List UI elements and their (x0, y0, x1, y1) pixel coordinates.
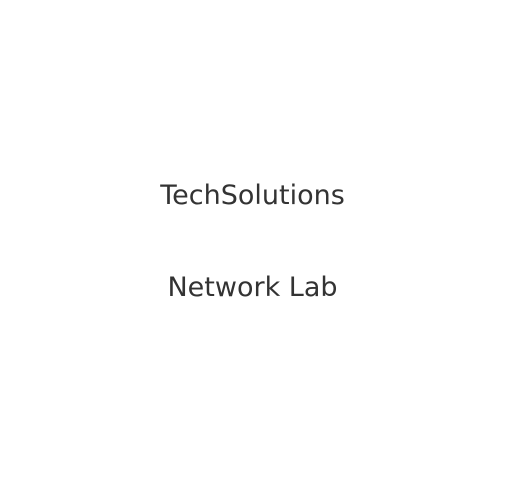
company-name: TechSolutions (160, 180, 345, 211)
lab-name: Network Lab (167, 272, 338, 303)
